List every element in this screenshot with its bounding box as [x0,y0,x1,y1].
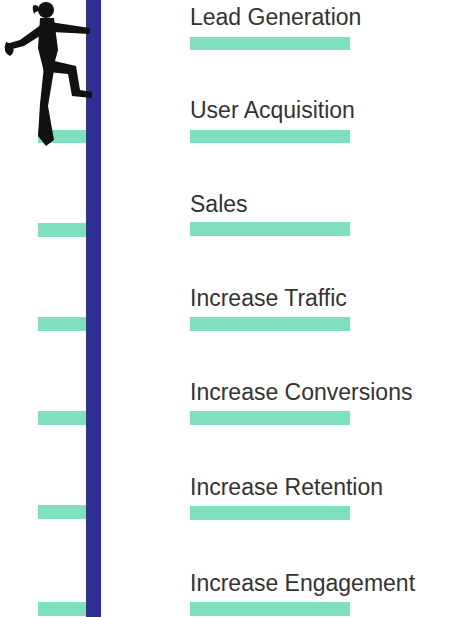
underline-bars [190,37,350,616]
climber-silhouette [5,2,92,146]
goal-label: Increase Engagement [190,569,415,597]
goal-label: Increase Conversions [190,378,412,406]
goal-label: Lead Generation [190,3,361,31]
goal-label: Sales [190,190,248,218]
goal-label: Increase Retention [190,473,383,501]
goal-label: User Acquisition [190,96,355,124]
rungs [38,130,86,616]
goal-label: Increase Traffic [190,284,347,312]
